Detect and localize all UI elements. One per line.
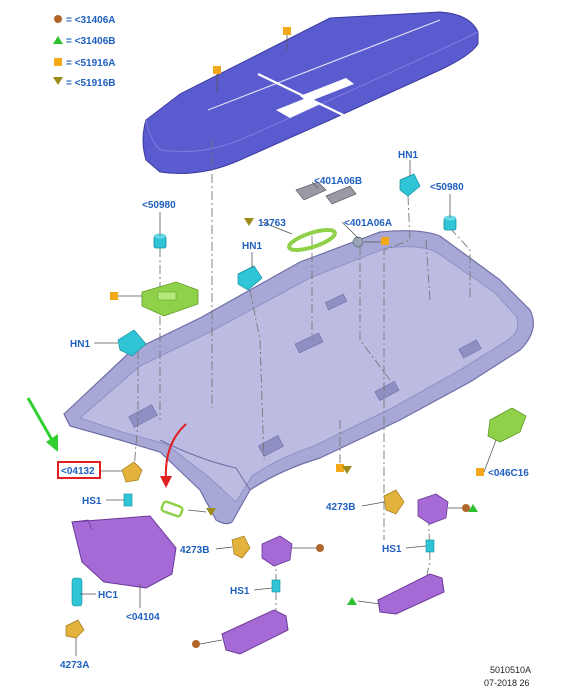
legend: = <31406A = <31406B = <51916A = <51916B (53, 15, 116, 89)
legend-item-3: = <51916A (66, 58, 116, 69)
green-arrow (26, 397, 58, 452)
document-date: 07-2018 26 (484, 678, 530, 688)
label-04104: <04104 (126, 612, 160, 623)
highlight-box-04132 (57, 461, 101, 479)
roof-panel (142, 11, 479, 174)
label-13763: 13763 (258, 218, 286, 229)
screw-hs1-right (425, 539, 435, 553)
hanger-hn1-top (399, 173, 421, 197)
small-lamp-green (160, 500, 184, 518)
green-triangle-up-icon (347, 597, 357, 605)
legend-item-2: = <31406B (66, 36, 116, 47)
mirror-bracket-13763 (287, 228, 337, 252)
brown-circle-icon (54, 15, 62, 23)
bracket-046c16 (487, 407, 527, 443)
handle-bracket-right (417, 493, 449, 525)
label-hn1-left: HN1 (70, 339, 90, 350)
olive-triangle-down-icon (53, 77, 63, 85)
hanger-hn1-left (117, 329, 147, 357)
label-hn1-top: HN1 (398, 150, 418, 161)
legend-item-4: = <51916B (66, 78, 116, 89)
dome-lamp-green (141, 281, 199, 317)
olive-triangle-down-icon (244, 218, 254, 226)
label-hs1-mid: HS1 (230, 586, 250, 597)
label-046c16: <046C16 (488, 468, 529, 479)
brown-circle-icon (462, 504, 470, 512)
clip-4273b-right (383, 489, 405, 515)
label-hn1-mid: HN1 (242, 241, 262, 252)
fastener-401a06a (352, 236, 364, 248)
label-401a06b: <401A06B (314, 176, 362, 187)
green-triangle-up-icon (53, 36, 63, 44)
clip-4273b-mid (231, 535, 251, 559)
bracket-401a06b (295, 181, 357, 205)
olive-triangle-down-icon (206, 508, 216, 516)
clip-4273a (65, 619, 85, 639)
orange-square-icon (283, 27, 291, 35)
orange-square-icon (213, 66, 221, 74)
orange-square-icon (110, 292, 118, 300)
label-hc1: HC1 (98, 590, 118, 601)
label-401a06a: <401A06A (344, 218, 392, 229)
label-4273b-right: 4273B (326, 502, 355, 513)
brown-circle-icon (192, 640, 200, 648)
olive-triangle-down-icon (342, 466, 352, 474)
hanger-hn1-mid (237, 265, 263, 291)
orange-square-icon (476, 468, 484, 476)
label-hs1-right: HS1 (382, 544, 402, 555)
clip-04132 (121, 461, 143, 483)
sun-visor-left (71, 515, 177, 589)
handle-bracket-mid (261, 535, 293, 567)
label-50980-left: <50980 (142, 200, 176, 211)
green-triangle-up-icon (468, 504, 478, 512)
document-id: 5010510A (490, 665, 531, 675)
label-04132: <04132 (61, 466, 95, 477)
orange-square-icon (336, 464, 344, 472)
leader-lines (75, 160, 497, 656)
orange-square-icon (54, 58, 62, 66)
label-50980-right: <50980 (430, 182, 464, 193)
grab-handle-mid (221, 609, 289, 655)
orange-square-icon (381, 237, 389, 245)
label-4273b-mid: 4273B (180, 545, 209, 556)
label-hs1-left: HS1 (82, 496, 102, 507)
clip-hc1 (71, 577, 83, 607)
red-arrow (160, 423, 187, 488)
screw-hs1-mid (271, 579, 281, 593)
grab-handle-right (377, 573, 445, 615)
assembly-lines (133, 140, 471, 620)
screw-hs1-left (123, 493, 133, 507)
label-4273a: 4273A (60, 660, 89, 671)
headliner (63, 230, 534, 525)
legend-item-1: = <31406A (66, 15, 116, 26)
brown-circle-icon (316, 544, 324, 552)
